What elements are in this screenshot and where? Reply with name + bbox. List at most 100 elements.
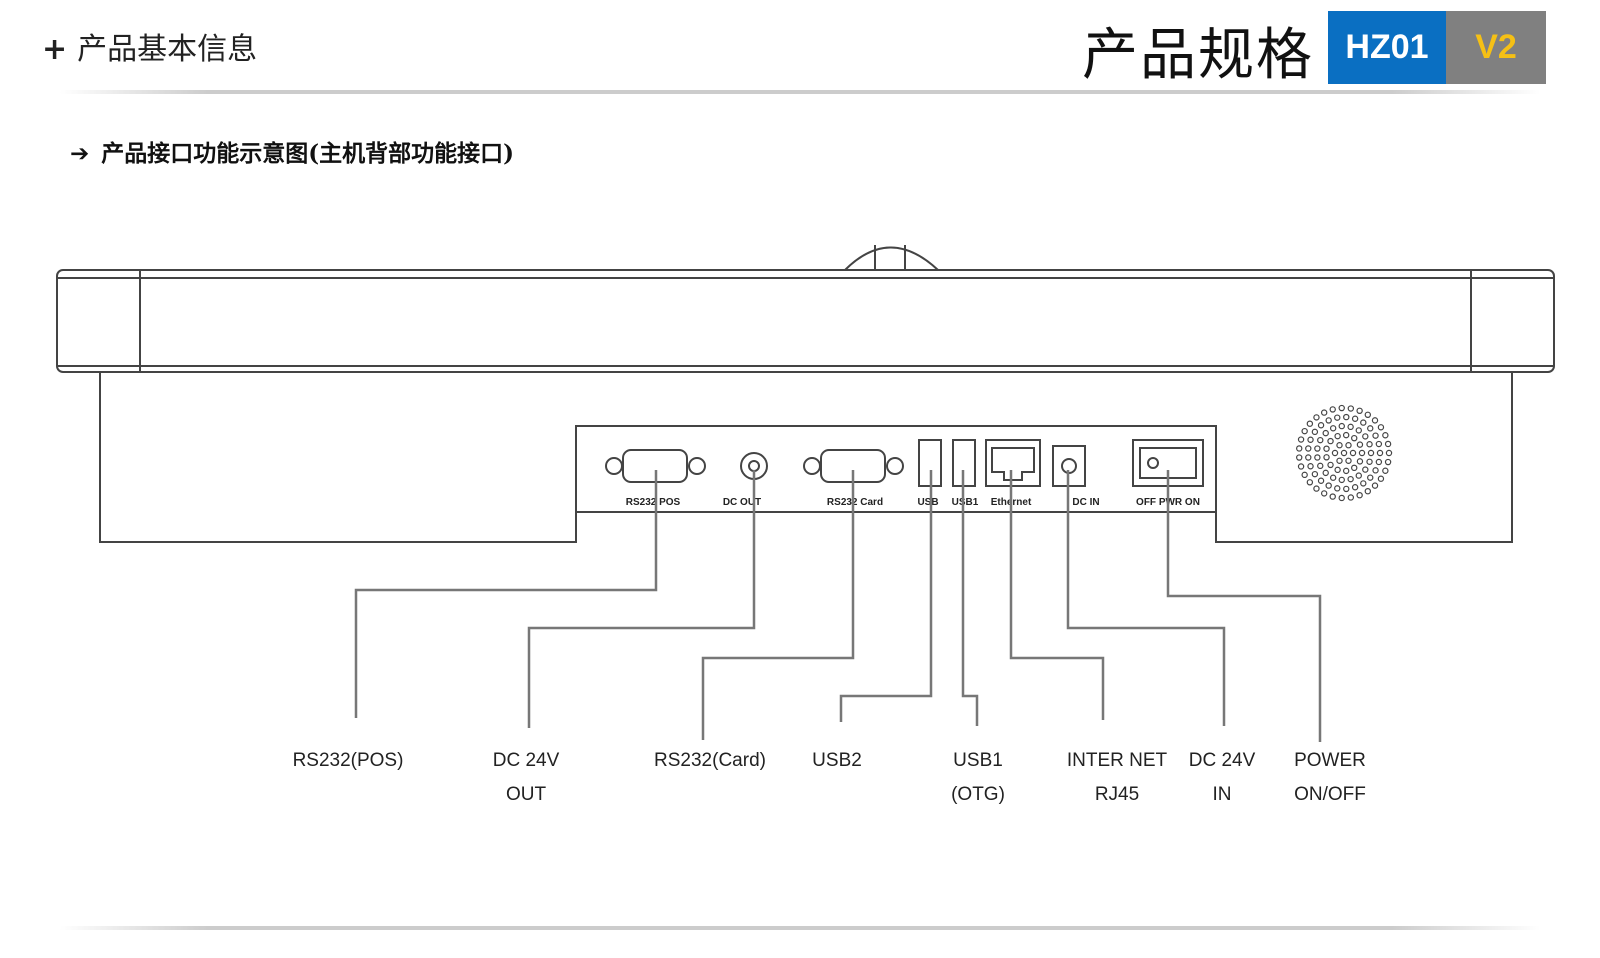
speaker-hole [1349,449,1357,457]
speaker-hole [1317,462,1324,470]
speaker-hole [1366,458,1373,465]
panel-label: RS232 Card [827,497,883,508]
speaker-hole [1320,409,1328,416]
speaker-hole [1356,458,1364,465]
leader-line [1009,470,1105,720]
panel-label: DC OUT [723,497,761,508]
speaker-hole [1366,441,1373,448]
speaker-hole [1307,436,1314,443]
speaker-hole [1334,414,1341,421]
speaker-hole [1329,493,1336,500]
leader-line [961,470,979,726]
speaker-hole [1307,463,1314,470]
speaker-hole [1351,434,1358,442]
speaker-hole [1347,494,1355,501]
leader-line [1166,470,1322,742]
footer-divider [60,926,1540,930]
speaker-hole [1313,414,1320,421]
speaker-hole [1343,485,1350,493]
port-label-rs232-card: RS232(Card) [654,750,766,771]
speaker-hole [1351,464,1358,472]
speaker-hole [1317,436,1324,444]
leader-line [1066,470,1226,726]
speaker-hole [1306,479,1314,486]
port-label-usb1: USB1(OTG) [951,750,1005,805]
speaker-hole [1367,425,1374,432]
speaker-hole [1371,417,1379,424]
speaker-hole [1334,432,1341,440]
arrow-right-icon: ➔ [70,141,90,167]
speaker-hole [1347,405,1355,412]
plus-icon: + [42,32,68,67]
speaker-hole [1297,436,1305,443]
speaker-hole [1355,427,1362,434]
speaker-hole [1343,413,1350,421]
leader-lines [354,470,1322,742]
speaker-hole [1336,442,1343,449]
speaker-hole [1297,463,1305,470]
panel-label: USB [917,497,938,508]
speaker-hole [1329,425,1337,432]
speaker-hole [1327,437,1334,445]
speaker-hole [1375,458,1383,466]
speaker-hole [1351,484,1359,491]
speaker-hole [1367,474,1374,481]
speaker-hole [1345,442,1352,449]
leader-line [527,470,756,728]
speaker-hole [1384,440,1392,448]
speaker-hole [1340,449,1348,457]
speaker-hole [1342,431,1350,439]
speaker-hole [1377,424,1385,431]
speaker-hole [1296,454,1303,461]
subtitle-text: 产品接口功能示意图(主机背部功能接口) [101,140,515,167]
leader-line [839,470,933,722]
speaker-hole [1331,449,1339,457]
speaker-hole [1372,467,1379,474]
leader-line [354,470,658,718]
speaker-hole [1356,441,1364,448]
speaker-hole [1334,466,1341,474]
speaker-hole [1385,449,1393,457]
speaker-hole [1305,454,1312,461]
section-heading: + 产品基本信息 [42,24,257,68]
speaker-hole [1338,494,1345,502]
subtitle: ➔ 产品接口功能示意图(主机背部功能接口) [70,134,514,168]
speaker-hole [1305,445,1312,452]
speaker-hole [1313,485,1320,492]
speaker-hole [1364,487,1372,495]
speaker-hole [1334,485,1341,492]
speaker-hole [1320,490,1328,497]
speaker-hole [1325,482,1332,489]
speaker-hole [1306,420,1314,427]
speaker-hole [1338,404,1345,412]
speaker-hole [1372,432,1379,439]
speaker-hole [1362,433,1369,440]
speaker-hole [1338,422,1345,430]
rear-housing [99,372,1513,543]
speaker-hole [1314,445,1321,452]
speaker-hole [1347,475,1354,483]
speaker-hole [1371,482,1379,489]
speaker-hole [1358,449,1366,457]
port-label-rs232-pos: RS232(POS) [292,750,404,771]
speaker-hole [1322,469,1329,477]
speaker-hole [1325,417,1332,424]
version-badge: V2 [1446,11,1546,84]
speaker-hole [1314,454,1321,461]
speaker-hole [1355,472,1362,479]
speaker-hole [1376,449,1384,457]
speaker-hole [1351,415,1359,422]
model-badge: HZ01 [1328,11,1446,84]
speaker-hole [1323,454,1330,461]
ethernet-port [985,439,1041,487]
speaker-hole [1317,422,1325,429]
speaker-hole [1377,475,1385,482]
section-title: 产品基本信息 [77,32,258,67]
speaker-hole [1311,428,1319,436]
speaker-grille [1296,404,1393,502]
speaker-hole [1342,467,1350,475]
speaker-hole [1322,429,1329,437]
